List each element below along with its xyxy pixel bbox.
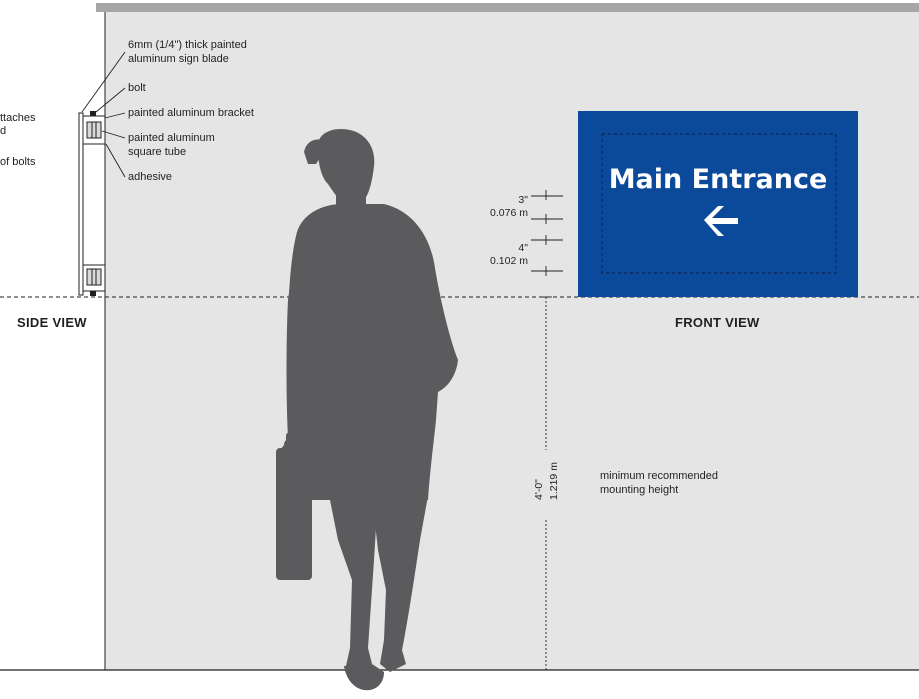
- front-view-title: FRONT VIEW: [675, 315, 760, 330]
- left-cut-label-1: ttaches: [0, 112, 36, 124]
- callout-adhesive: adhesive: [128, 171, 173, 183]
- callout-square-tube: painted aluminum square tube: [128, 132, 215, 158]
- left-cut-label-2: d: [0, 125, 7, 137]
- left-arrow-icon: [704, 206, 738, 236]
- wall-top-band: [96, 3, 919, 12]
- callout-sign-blade: 6mm (1/4") thick painted aluminum sign b…: [128, 39, 247, 65]
- front-sign-panel: [578, 111, 858, 297]
- bolt-bottom: [90, 291, 96, 296]
- sign-main-entrance-text: Main Entrance: [608, 164, 828, 195]
- callout-bracket: painted aluminum bracket: [128, 107, 254, 119]
- mount-height-note: minimum recommended mounting height: [600, 470, 718, 496]
- person-silhouette: [276, 128, 458, 691]
- mount-height-imperial-label: 4'-0": [533, 479, 545, 500]
- front-sign-inner-dashed: [601, 133, 837, 274]
- bolt-top: [90, 111, 96, 116]
- side-view-assembly: [78, 111, 106, 296]
- square-tube-top: [86, 121, 102, 139]
- gap-top-dimension-label: 3" 0.076 m: [490, 194, 528, 219]
- mount-height-dimension: [540, 296, 552, 671]
- mount-height-metric-label: 1.219 m: [548, 462, 560, 500]
- left-cut-label-3: of bolts: [0, 156, 36, 168]
- callout-leaders: [81, 51, 126, 178]
- square-tube-bottom: [86, 268, 102, 286]
- gap-dimension-ticks: [531, 190, 563, 276]
- gap-bottom-dimension-label: 4" 0.102 m: [490, 242, 528, 267]
- side-view-title: SIDE VIEW: [17, 315, 87, 330]
- sign-blade-side: [78, 112, 84, 296]
- callout-bolt: bolt: [128, 82, 146, 94]
